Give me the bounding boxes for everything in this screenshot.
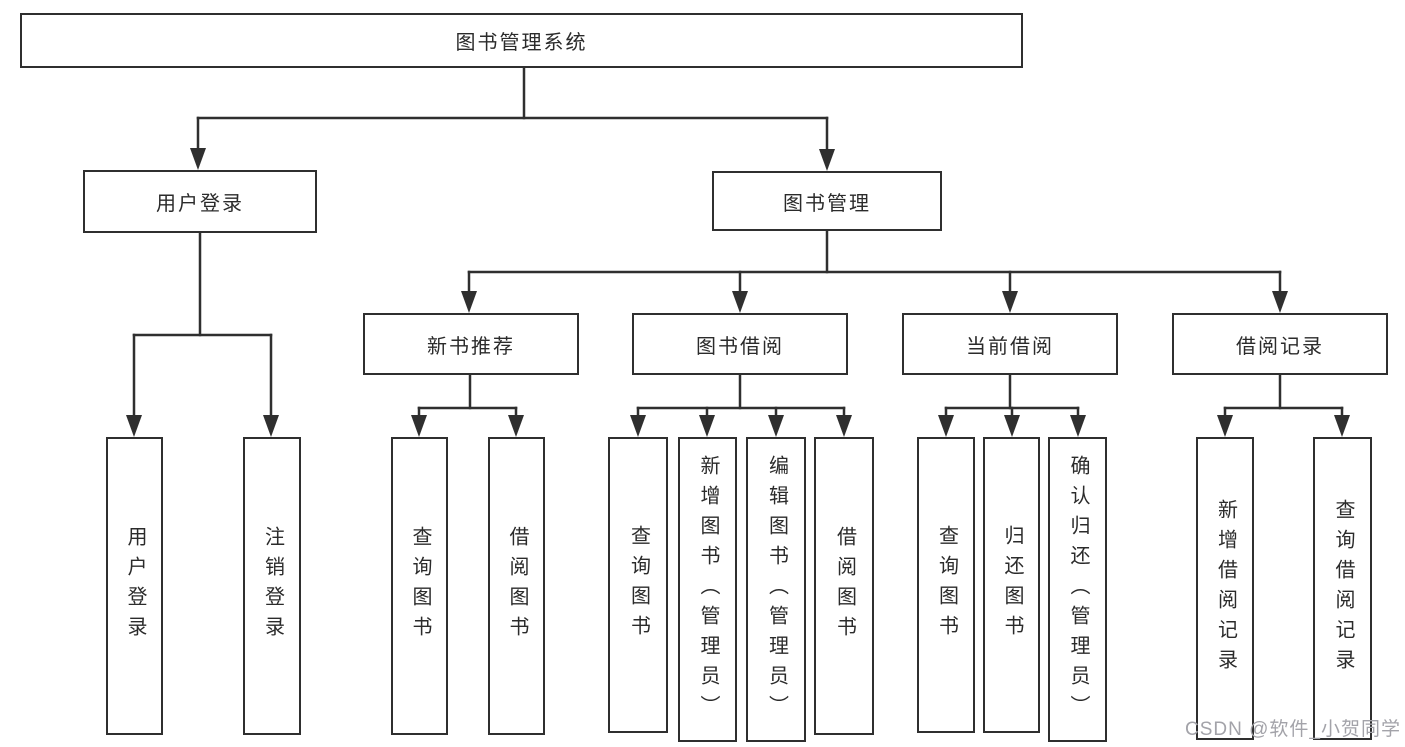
- node-label: 归还图书: [1001, 525, 1023, 645]
- node-label: 查询图书: [627, 525, 650, 645]
- node-book-borrow: 图书借阅: [632, 313, 848, 375]
- connector-root-to-level2: [190, 66, 835, 171]
- node-confirm-return-admin: 确认归还（管理员）: [1048, 437, 1107, 742]
- node-root: 图书管理系统: [20, 13, 1023, 68]
- node-query-books-3: 查询图书: [917, 437, 975, 733]
- node-label: 查询图书: [935, 525, 958, 645]
- node-label: 图书借阅: [696, 335, 784, 358]
- node-label: 新增图书（管理员）: [697, 454, 719, 725]
- node-add-book-admin: 新增图书（管理员）: [678, 437, 737, 742]
- node-borrow-record: 借阅记录: [1172, 313, 1388, 375]
- watermark-text: CSDN @软件_小贺同学: [1185, 719, 1401, 740]
- node-label: 查询图书: [409, 526, 431, 646]
- connector-newbook-to-children: [411, 373, 524, 437]
- node-label: 编辑图书（管理员）: [765, 454, 788, 725]
- node-query-books-2: 查询图书: [608, 437, 668, 733]
- connector-login-to-children: [126, 231, 279, 437]
- connector-mgmt-to-level3: [461, 229, 1288, 313]
- node-label: 借阅图书: [506, 526, 528, 646]
- node-label: 新书推荐: [427, 335, 515, 358]
- node-borrow-books-1: 借阅图书: [488, 437, 545, 735]
- node-add-borrow-record: 新增借阅记录: [1196, 437, 1254, 740]
- node-edit-book-admin: 编辑图书（管理员）: [746, 437, 806, 742]
- connector-record-to-children: [1217, 373, 1350, 437]
- node-current-borrow: 当前借阅: [902, 313, 1118, 375]
- node-return-book: 归还图书: [983, 437, 1040, 733]
- node-query-books-1: 查询图书: [391, 437, 448, 735]
- node-label: 当前借阅: [966, 335, 1054, 358]
- node-label: 图书管理: [783, 192, 871, 215]
- node-borrow-books-2: 借阅图书: [814, 437, 874, 735]
- node-query-borrow-record: 查询借阅记录: [1313, 437, 1372, 740]
- node-label: 用户登录: [124, 526, 146, 646]
- node-logout: 注销登录: [243, 437, 301, 735]
- node-book-management: 图书管理: [712, 171, 942, 231]
- node-label: 新增借阅记录: [1214, 498, 1237, 679]
- node-label: 用户登录: [156, 193, 244, 215]
- node-root-label: 图书管理系统: [455, 32, 588, 54]
- connector-borrow-to-children: [630, 373, 852, 437]
- node-label: 查询借阅记录: [1332, 498, 1354, 679]
- connector-current-to-children: [938, 373, 1086, 437]
- node-label: 借阅记录: [1236, 335, 1324, 358]
- node-new-book-recommend: 新书推荐: [363, 313, 579, 375]
- node-user-login: 用户登录: [106, 437, 163, 735]
- node-label: 注销登录: [261, 526, 284, 646]
- node-label: 确认归还（管理员）: [1067, 454, 1089, 725]
- node-label: 借阅图书: [833, 526, 856, 646]
- node-user-login-group: 用户登录: [83, 170, 317, 233]
